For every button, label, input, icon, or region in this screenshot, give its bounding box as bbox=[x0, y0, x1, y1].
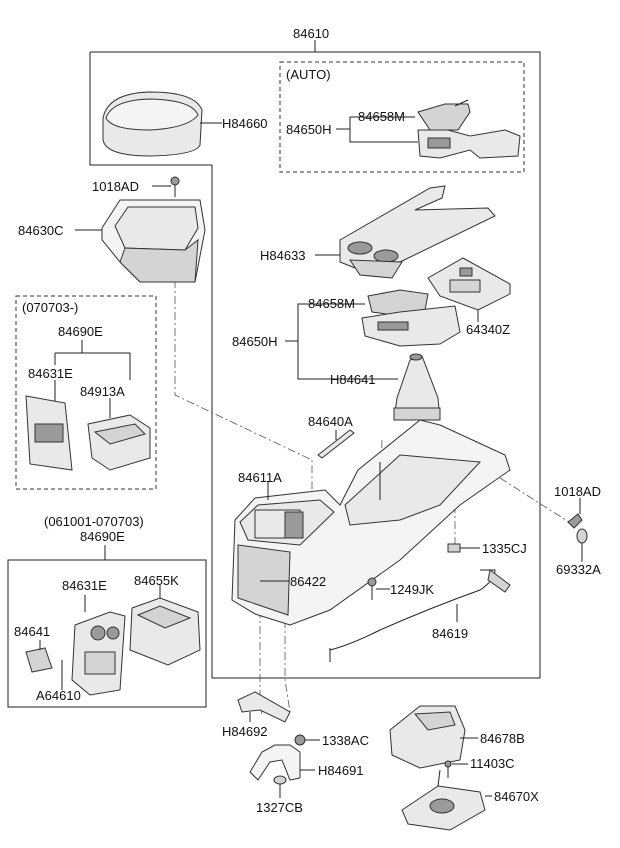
label-84610: 84610 bbox=[293, 26, 329, 41]
nut-1338ac bbox=[294, 734, 320, 746]
label-84678b: 84678B bbox=[480, 731, 525, 746]
label-69332a: 69332A bbox=[556, 562, 601, 577]
label-84611a: 84611A bbox=[238, 470, 282, 485]
label-84655k: 84655K bbox=[134, 573, 179, 588]
part-labels: 84610 (AUTO) H84660 84658M 84650H 1018AD… bbox=[14, 26, 601, 815]
plate-84670x bbox=[401, 769, 492, 831]
label-1249jk: 1249JK bbox=[390, 582, 434, 597]
shift-boot bbox=[393, 353, 441, 421]
label-1018ad-top: 1018AD bbox=[92, 179, 139, 194]
label-84631e-b: 84631E bbox=[62, 578, 107, 593]
auto-group-frame bbox=[279, 61, 525, 173]
label-84650h-top: 84650H bbox=[286, 122, 332, 137]
storage-box bbox=[75, 199, 206, 283]
shift-cover-mid bbox=[285, 289, 461, 380]
rail-trim bbox=[317, 429, 355, 459]
label-86422: 86422 bbox=[290, 574, 326, 589]
screw-11403c bbox=[444, 760, 468, 778]
clip-1327cb bbox=[273, 775, 287, 798]
label-84631e-a: 84631E bbox=[28, 366, 73, 381]
label-auto: (AUTO) bbox=[286, 67, 331, 82]
label-84641: 84641 bbox=[14, 624, 50, 639]
clip-1335cj bbox=[447, 543, 480, 553]
cap-69332a bbox=[576, 528, 588, 562]
label-84670x: 84670X bbox=[494, 789, 539, 804]
label-1338ac: 1338AC bbox=[322, 733, 369, 748]
variant-070703-frame bbox=[15, 295, 157, 490]
label-1327cb: 1327CB bbox=[256, 800, 303, 815]
console-body bbox=[231, 419, 511, 626]
label-1335cj: 1335CJ bbox=[482, 541, 527, 556]
variant-070703-parts bbox=[25, 340, 151, 471]
label-h84660: H84660 bbox=[222, 116, 268, 131]
label-84619: 84619 bbox=[432, 626, 468, 641]
armrest-lid bbox=[102, 91, 222, 157]
label-84658m-mid: 84658M bbox=[308, 296, 355, 311]
label-84690e-b: 84690E bbox=[80, 529, 125, 544]
label-84650h-mid: 84650H bbox=[232, 334, 278, 349]
label-h84633: H84633 bbox=[260, 248, 306, 263]
label-h84691: H84691 bbox=[318, 763, 364, 778]
label-84658m-top: 84658M bbox=[358, 109, 405, 124]
bolt-1018ad-top bbox=[152, 176, 180, 197]
auto-indicator-cover bbox=[417, 99, 521, 159]
label-h84692: H84692 bbox=[222, 724, 268, 739]
label-1018ad-right: 1018AD bbox=[554, 484, 601, 499]
label-84913a: 84913A bbox=[80, 384, 125, 399]
cable-harness bbox=[329, 569, 511, 662]
center-panel bbox=[315, 185, 496, 279]
bolt-1018ad-right bbox=[567, 498, 583, 529]
variant-061001-parts bbox=[25, 545, 201, 696]
label-84630c: 84630C bbox=[18, 223, 64, 238]
bracket-h84691 bbox=[249, 744, 315, 781]
cover-84678b bbox=[389, 705, 478, 769]
main-assembly-frame bbox=[89, 40, 541, 679]
label-11403c: 11403C bbox=[470, 756, 515, 771]
label-84640a: 84640A bbox=[308, 414, 353, 429]
screw-1249jk bbox=[367, 577, 390, 600]
label-a64610: A64610 bbox=[36, 688, 81, 703]
variant-061001-frame bbox=[7, 559, 207, 708]
bracket-h84692 bbox=[237, 691, 291, 723]
label-64340z: 64340Z bbox=[466, 322, 510, 337]
label-84690e-a: 84690E bbox=[58, 324, 103, 339]
label-070703: (070703-) bbox=[22, 300, 78, 315]
label-061001-070703: (061001-070703) bbox=[44, 514, 144, 529]
label-h84641: H84641 bbox=[330, 372, 376, 387]
shifter-bezel bbox=[427, 257, 511, 322]
